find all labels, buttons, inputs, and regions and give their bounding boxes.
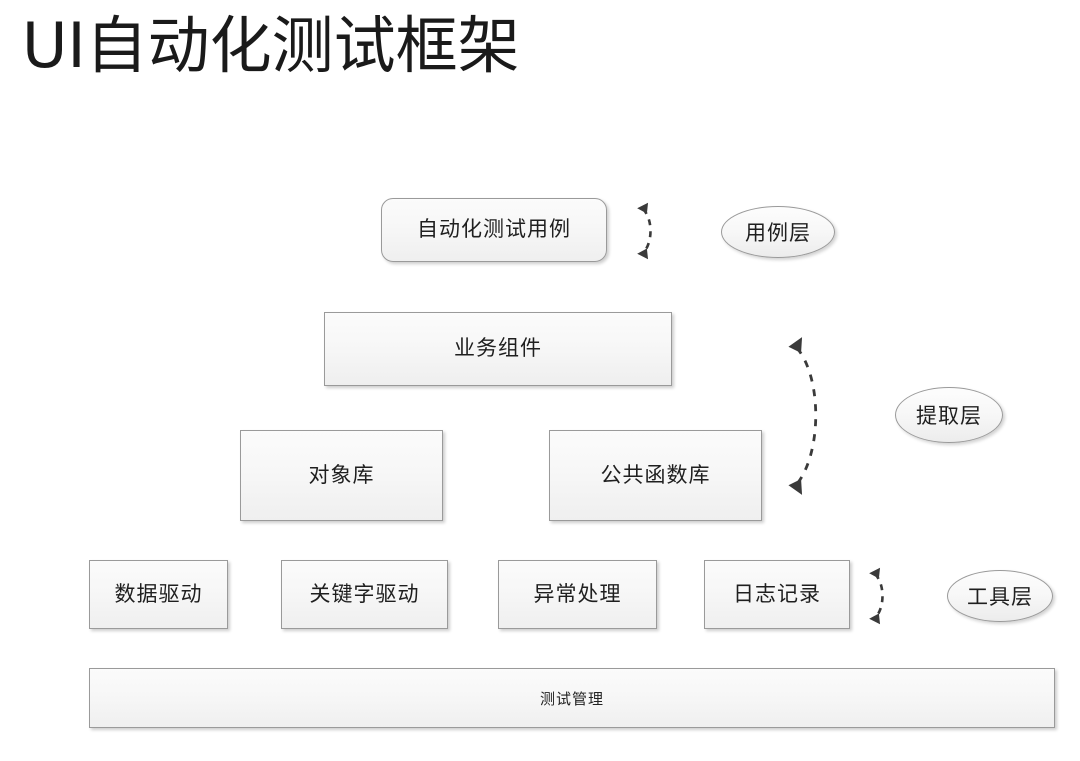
layer-tag-label: 工具层 [967, 585, 1033, 609]
layer-tag-extraction-layer[interactable]: 提取层 [895, 387, 1003, 443]
node-label: 自动化测试用例 [417, 217, 571, 242]
node-label: 数据驱动 [114, 581, 203, 606]
node-label: 公共函数库 [600, 462, 711, 487]
node-exception-handling[interactable]: 异常处理 [498, 560, 657, 629]
tool-layer-brace-icon [866, 562, 896, 630]
node-common-function-library[interactable]: 公共函数库 [549, 430, 762, 521]
node-label: 业务组件 [454, 336, 542, 361]
node-business-component[interactable]: 业务组件 [324, 312, 672, 386]
node-label: 测试管理 [539, 689, 604, 708]
extraction-layer-brace-icon [782, 330, 832, 502]
node-test-management[interactable]: 测试管理 [89, 668, 1055, 728]
case-layer-brace-icon [634, 198, 664, 264]
node-label: 异常处理 [533, 581, 622, 606]
node-label: 日志记录 [733, 581, 821, 606]
node-label: 关键字驱动 [309, 581, 420, 606]
layer-tag-label: 用例层 [745, 221, 811, 245]
node-keyword-driven[interactable]: 关键字驱动 [281, 560, 448, 629]
layer-tag-tool-layer[interactable]: 工具层 [947, 570, 1053, 622]
node-data-driven[interactable]: 数据驱动 [89, 560, 228, 629]
node-logging[interactable]: 日志记录 [704, 560, 850, 629]
node-label: 对象库 [308, 462, 375, 487]
node-automation-test-case[interactable]: 自动化测试用例 [381, 198, 607, 262]
page-title: UI自动化测试框架 [22, 9, 520, 82]
node-object-repository[interactable]: 对象库 [240, 430, 443, 521]
layer-tag-case-layer[interactable]: 用例层 [721, 206, 835, 258]
layer-tag-label: 提取层 [916, 404, 982, 428]
